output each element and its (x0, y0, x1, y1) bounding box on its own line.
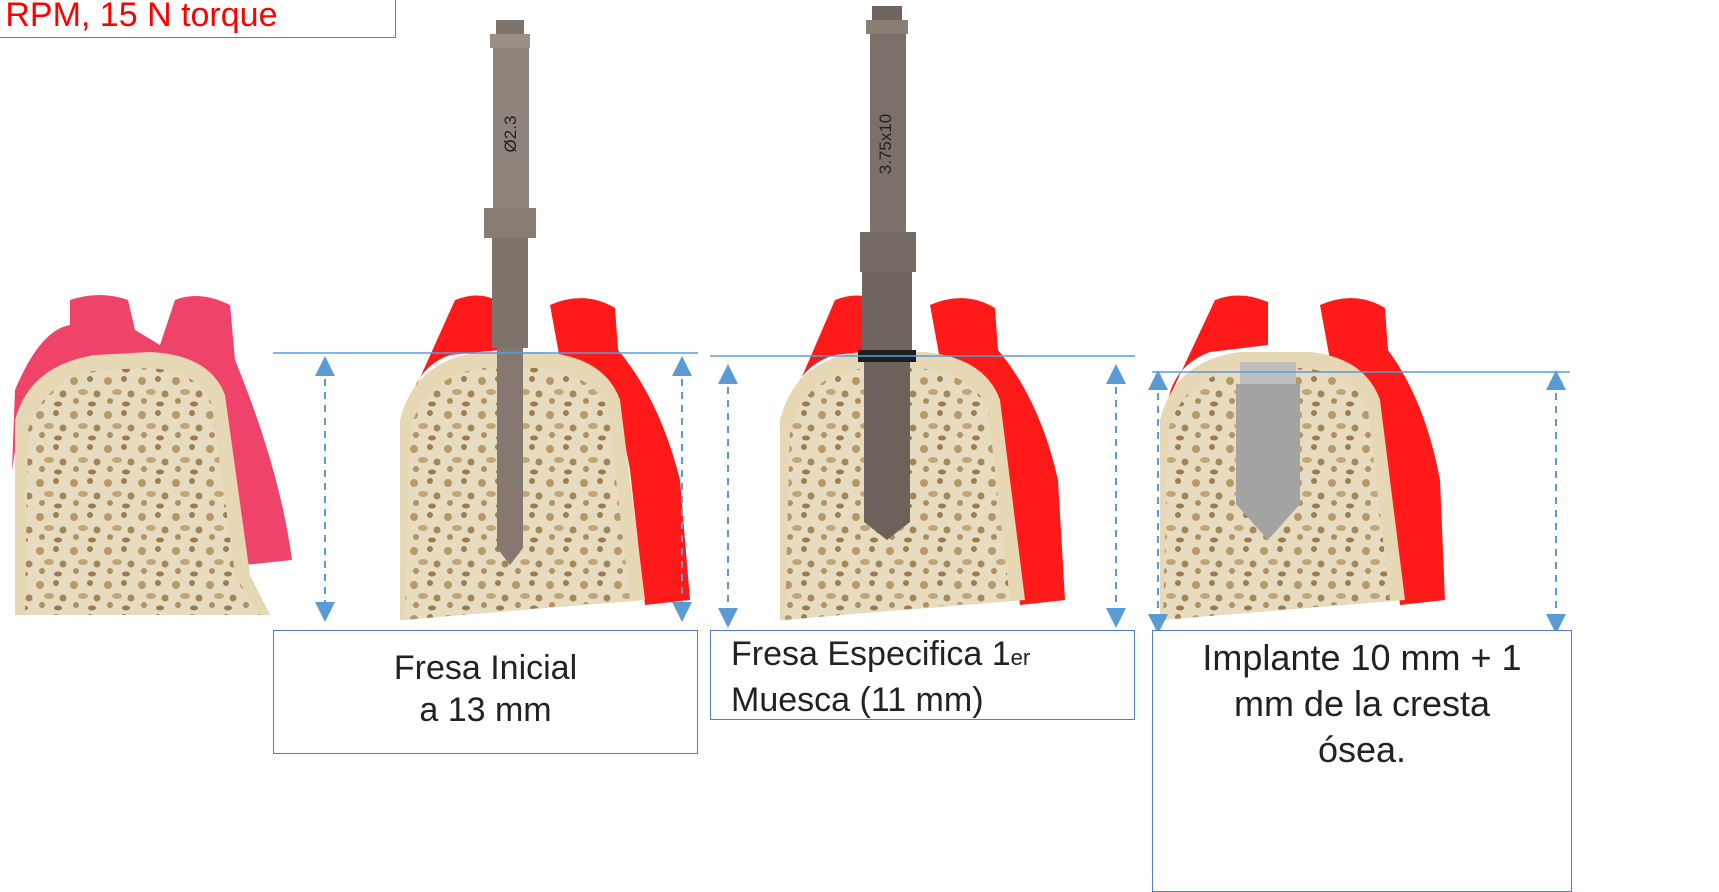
ridge-panel-initial (12, 295, 292, 615)
ridge-panel-implant (1160, 295, 1445, 620)
ridge-panel-specific-drill (780, 6, 1065, 620)
drill1-diameter-label: Ø2.3 (501, 115, 520, 153)
step-caption-implant: Implante 10 mm + 1 mm de la cresta ósea. (1152, 630, 1572, 892)
step-caption-initial-drill: Fresa Inicial a 13 mm (273, 630, 698, 754)
step-caption-specific-drill: Fresa Especifica 1er Muesca (11 mm) (710, 630, 1135, 720)
gum-tissue (410, 295, 500, 400)
gum-tissue (550, 298, 690, 605)
gum-tissue (12, 295, 292, 565)
dental-implant (1236, 362, 1300, 540)
drill2-size-label: 3.75x10 (876, 113, 895, 175)
ridge-panel-initial-drill (400, 20, 690, 620)
specific-drill (858, 6, 916, 540)
gum-tissue (1168, 295, 1268, 400)
gum-tissue (792, 295, 880, 400)
speed-torque-label: 0 RPM, 15 N torque (0, 0, 396, 38)
bone-spongy (25, 368, 260, 615)
initial-drill (484, 20, 536, 565)
